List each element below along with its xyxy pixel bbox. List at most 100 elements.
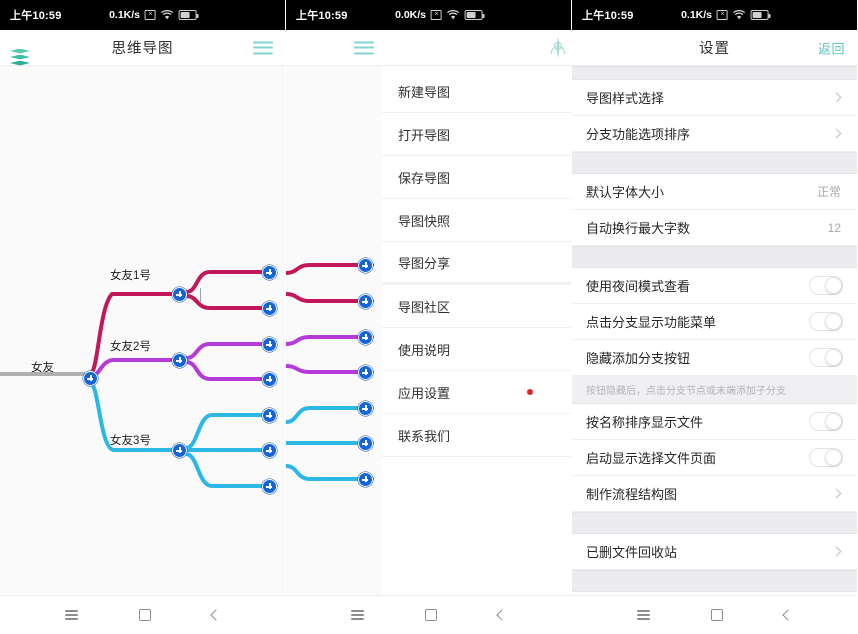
hamburger-menu-icon[interactable]	[253, 41, 273, 54]
chevron-right-icon	[831, 488, 842, 499]
android-nav-bar-1	[0, 595, 285, 634]
plus-node-icon[interactable]	[358, 365, 373, 380]
drawer-item-map-share[interactable]: 导图分享	[382, 242, 571, 285]
mindmap-canvas[interactable]: 女友 女友1号 女友2号 女友3号	[0, 66, 285, 595]
app-header-3: 设置 返回	[572, 30, 857, 66]
setting-row-auto-wrap-max-chars[interactable]: 自动换行最大字数 12	[572, 210, 857, 246]
network-speed: 0.0K/s	[395, 9, 427, 21]
status-time: 上午10:59	[10, 10, 62, 22]
setting-row-default-font-size[interactable]: 默认字体大小 正常	[572, 174, 857, 210]
mindmap-branch-label-3[interactable]: 女友3号	[110, 435, 151, 447]
plus-node-icon[interactable]	[172, 443, 187, 458]
status-time: 上午10:59	[582, 10, 634, 22]
plus-node-icon[interactable]	[262, 479, 277, 494]
mindmap-branch-label-1[interactable]: 女友1号	[110, 270, 151, 282]
setting-label: 制作流程结构图	[586, 487, 678, 502]
home-icon[interactable]	[424, 609, 437, 621]
battery-icon	[751, 10, 772, 20]
recents-icon[interactable]	[350, 610, 364, 620]
toggle-switch[interactable]	[809, 348, 843, 367]
plus-node-icon[interactable]	[358, 330, 373, 345]
toggle-switch[interactable]	[809, 312, 843, 331]
setting-row-hide-add-branch-button[interactable]: 隐藏添加分支按钮	[572, 340, 857, 376]
plus-node-icon[interactable]	[262, 372, 277, 387]
setting-row-recycle-bin[interactable]: 已删文件回收站	[572, 534, 857, 570]
back-icon[interactable]	[782, 609, 794, 621]
setting-row-tap-branch-menu[interactable]: 点击分支显示功能菜单	[572, 304, 857, 340]
setting-label: 按名称排序显示文件	[586, 415, 704, 430]
app-header-1: 思维导图	[0, 30, 285, 66]
mindmap-edges-partial	[286, 263, 374, 481]
setting-label: 点击分支显示功能菜单	[586, 315, 717, 330]
setting-row-make-flowchart[interactable]: 制作流程结构图	[572, 476, 857, 512]
setting-row-night-mode[interactable]: 使用夜间模式查看	[572, 268, 857, 304]
wifi-icon	[447, 10, 460, 20]
mindmap-root-label[interactable]: 女友	[31, 362, 54, 374]
drawer-item-open-map[interactable]: 打开导图	[382, 113, 571, 156]
drawer-item-label: 新建导图	[398, 84, 451, 100]
setting-label: 默认字体大小	[586, 185, 665, 200]
mindmap-branch-label-2[interactable]: 女友2号	[110, 341, 151, 353]
home-icon[interactable]	[710, 609, 723, 621]
wifi-icon	[733, 10, 746, 20]
drawer-item-save-map[interactable]: 保存导图	[382, 156, 571, 199]
setting-row-map-style[interactable]: 导图样式选择	[572, 80, 857, 116]
plus-node-icon[interactable]	[262, 337, 277, 352]
drawer-item-label: 导图社区	[398, 299, 451, 315]
drawer-item-map-community[interactable]: 导图社区	[382, 285, 571, 328]
toggle-switch[interactable]	[809, 448, 843, 467]
setting-value: 12	[827, 220, 841, 235]
no-sim-icon: ×	[431, 10, 443, 20]
plus-node-icon[interactable]	[262, 265, 277, 280]
drawer-item-app-settings[interactable]: 应用设置	[382, 371, 571, 414]
hamburger-menu-icon[interactable]	[354, 41, 374, 54]
plus-node-icon[interactable]	[358, 258, 373, 273]
mindmap-canvas-behind-drawer[interactable]	[286, 66, 382, 595]
plus-node-icon[interactable]	[262, 408, 277, 423]
drawer-item-label: 联系我们	[398, 428, 451, 444]
drawer-item-label: 保存导图	[398, 170, 451, 186]
settings-list: 导图样式选择 分支功能选项排序 默认字体大小 正常 自动换行最大字数 12 使用…	[572, 66, 857, 595]
android-nav-bar-2	[286, 595, 571, 634]
plus-node-icon[interactable]	[262, 301, 277, 316]
plus-node-icon[interactable]	[358, 472, 373, 487]
drawer-item-instructions[interactable]: 使用说明	[382, 328, 571, 371]
setting-hint-text: 按钮隐藏后，点击分支节点或末端添加子分支	[572, 376, 857, 404]
section-divider	[572, 246, 857, 268]
toggle-switch[interactable]	[809, 276, 843, 295]
plus-node-icon[interactable]	[358, 294, 373, 309]
status-time: 上午10:59	[296, 10, 348, 22]
plus-node-icon[interactable]	[172, 287, 187, 302]
section-divider	[572, 152, 857, 174]
setting-row-show-file-picker-on-launch[interactable]: 启动显示选择文件页面	[572, 440, 857, 476]
setting-row-sort-files-by-name[interactable]: 按名称排序显示文件	[572, 404, 857, 440]
back-icon[interactable]	[210, 609, 222, 621]
network-speed: 0.1K/s	[109, 9, 141, 21]
drawer-item-label: 导图分享	[398, 255, 451, 271]
app-header-2	[286, 30, 571, 66]
setting-label: 导图样式选择	[586, 91, 665, 106]
drawer-item-contact-us[interactable]: 联系我们	[382, 414, 571, 457]
plus-node-icon[interactable]	[358, 436, 373, 451]
plus-node-icon[interactable]	[358, 401, 373, 416]
no-sim-icon: ×	[717, 10, 729, 20]
setting-row-branch-option-order[interactable]: 分支功能选项排序	[572, 116, 857, 152]
android-nav-bar-3	[572, 595, 857, 634]
back-icon[interactable]	[496, 609, 508, 621]
plus-node-icon[interactable]	[172, 353, 187, 368]
status-indicators: 0.1K/s ×	[681, 9, 772, 21]
drawer-overlay-area: 新建导图 打开导图 保存导图 导图快照 导图分享 导图社区 使用	[286, 66, 571, 595]
section-divider	[572, 66, 857, 80]
recents-icon[interactable]	[636, 610, 650, 620]
battery-icon	[179, 10, 200, 20]
account-circle-icon[interactable]	[557, 37, 559, 57]
toggle-switch[interactable]	[809, 412, 843, 431]
drawer-item-map-snapshot[interactable]: 导图快照	[382, 199, 571, 242]
home-icon[interactable]	[138, 609, 151, 621]
back-button[interactable]: 返回	[817, 41, 845, 56]
plus-node-icon[interactable]	[83, 371, 98, 386]
drawer-item-new-map[interactable]: 新建导图	[382, 70, 571, 113]
recents-icon[interactable]	[64, 610, 78, 620]
plus-node-icon[interactable]	[262, 443, 277, 458]
